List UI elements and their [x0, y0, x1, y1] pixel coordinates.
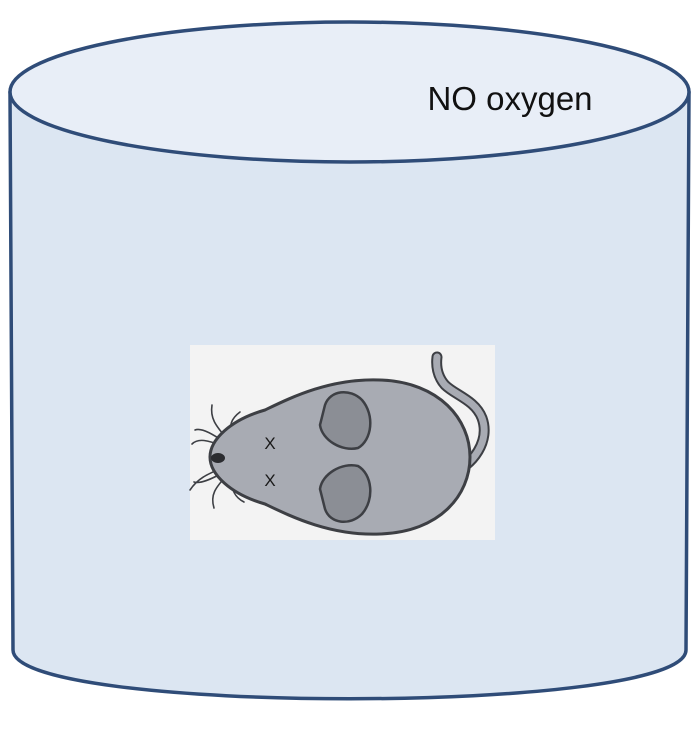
mouse-ear-bottom [320, 465, 370, 522]
cylinder-label: NO oxygen [427, 80, 592, 117]
mouse-illustration: X X [190, 345, 495, 540]
mouse-ear-top [320, 392, 370, 449]
mouse-nose [211, 453, 225, 463]
mouse-eye-lower: X [264, 471, 275, 490]
mouse-eye-upper: X [264, 434, 275, 453]
